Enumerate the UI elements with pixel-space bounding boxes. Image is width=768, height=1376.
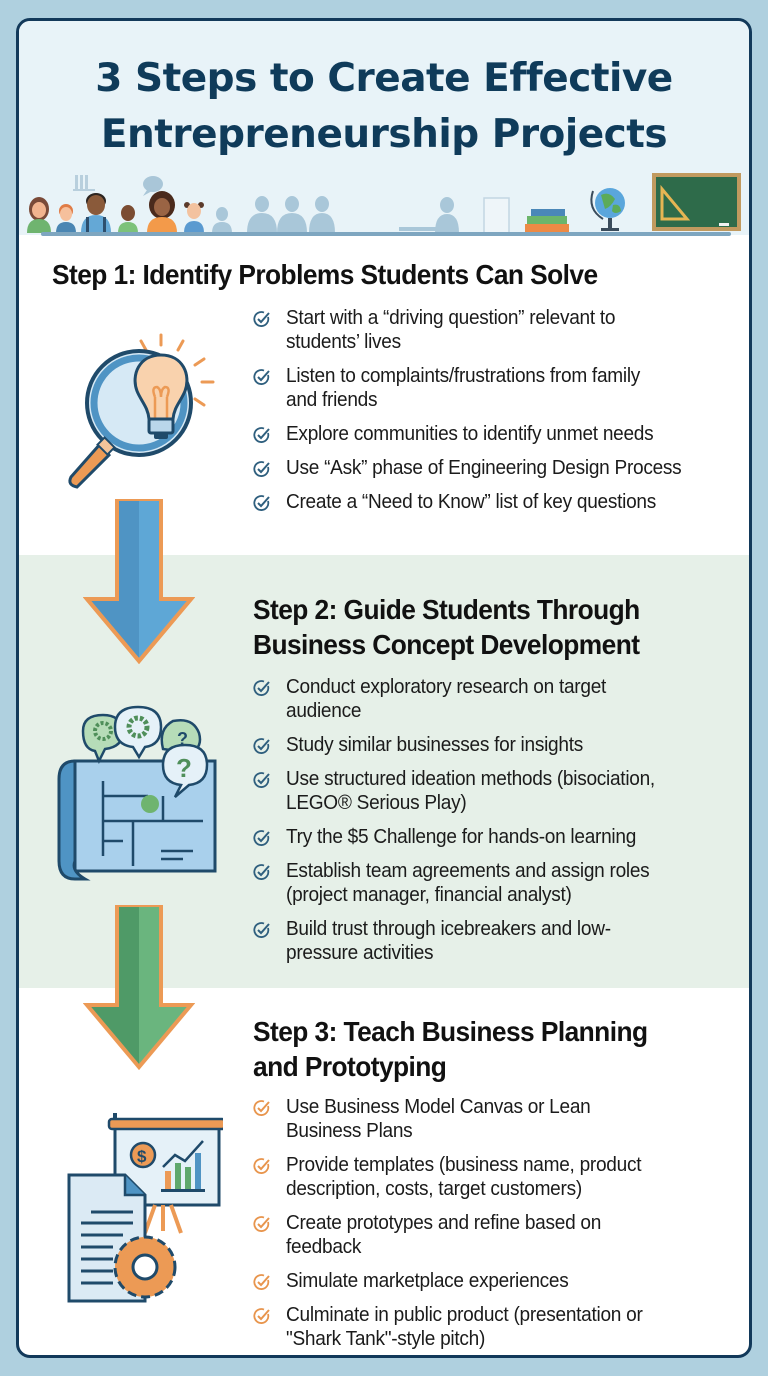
check-circle-icon <box>253 1158 270 1174</box>
down-arrow-blue-icon <box>83 499 195 665</box>
list-item: Use “Ask” phase of Engineering Design Pr… <box>253 456 733 480</box>
list-item: Culminate in public product (presentatio… <box>253 1303 733 1351</box>
check-circle-icon <box>253 427 270 443</box>
list-item: Study similar businesses for insights <box>253 733 733 757</box>
list-item: Provide templates (business name, produc… <box>253 1153 733 1201</box>
infographic-card: 3 Steps to Create Effective Entrepreneur… <box>16 18 752 1358</box>
blueprint-speech-bubbles-icon: ? ? <box>57 705 217 881</box>
step2-heading-line2: Business Concept Development <box>253 629 640 660</box>
check-circle-icon <box>253 1274 270 1290</box>
list-item: Try the $5 Challenge for hands-on learni… <box>253 825 733 849</box>
list-item: Use structured ideation methods (bisocia… <box>253 767 733 815</box>
check-circle-icon <box>253 738 270 754</box>
svg-text:$: $ <box>137 1147 147 1166</box>
step3-heading-line2: and Prototyping <box>253 1051 447 1082</box>
check-circle-icon <box>253 1100 270 1116</box>
check-circle-icon <box>253 864 270 880</box>
check-circle-icon <box>253 772 270 788</box>
page-title-line1: 3 Steps to Create Effective <box>95 56 673 101</box>
document-gear-presentation-icon: $ <box>67 1113 223 1303</box>
check-circle-icon <box>253 1216 270 1232</box>
down-arrow-green-icon <box>83 905 195 1071</box>
header: 3 Steps to Create Effective Entrepreneur… <box>19 21 749 236</box>
header-shelf-divider <box>41 232 731 236</box>
check-circle-icon <box>253 495 270 511</box>
page-title-line2: Entrepreneurship Projects <box>100 112 668 157</box>
list-item: Simulate marketplace experiences <box>253 1269 733 1293</box>
check-circle-icon <box>253 369 270 385</box>
step2-heading-line1: Step 2: Guide Students Through <box>253 594 640 625</box>
check-circle-icon <box>253 1308 270 1324</box>
check-circle-icon <box>253 680 270 696</box>
list-item: Establish team agreements and assign rol… <box>253 859 733 907</box>
list-item: Listen to complaints/frustrations from f… <box>253 364 733 412</box>
svg-text:?: ? <box>177 729 188 749</box>
check-circle-icon <box>253 830 270 846</box>
check-circle-icon <box>253 461 270 477</box>
classroom-students-banner-icon <box>27 173 741 234</box>
step3-heading-line1: Step 3: Teach Business Planning <box>253 1016 648 1047</box>
svg-text:?: ? <box>176 753 192 783</box>
list-item: Start with a “driving question” relevant… <box>253 306 733 354</box>
step1-heading: Step 1: Identify Problems Students Can S… <box>52 259 598 290</box>
magnifier-lightbulb-icon <box>68 333 215 489</box>
check-circle-icon <box>253 922 270 938</box>
list-item: Create a “Need to Know” list of key ques… <box>253 490 733 514</box>
list-item: Build trust through icebreakers and low-… <box>253 917 733 965</box>
check-circle-icon <box>253 311 270 327</box>
step1-bullet-list: Start with a “driving question” relevant… <box>253 306 733 524</box>
list-item: Explore communities to identify unmet ne… <box>253 422 733 446</box>
